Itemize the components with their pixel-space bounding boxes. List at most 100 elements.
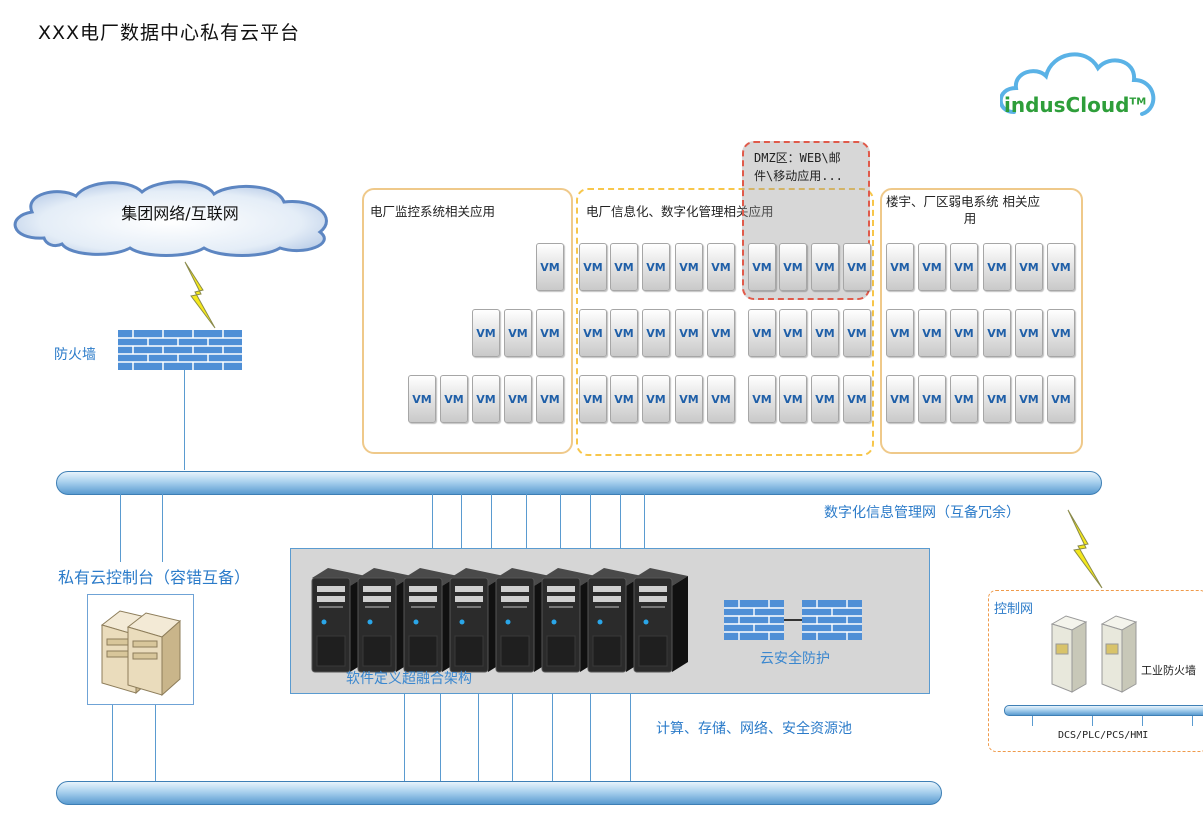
vm-building: VM	[918, 375, 946, 423]
hci-downlink	[630, 694, 631, 782]
control-network-label: 控制网	[994, 602, 1034, 617]
building-apps-title-cont: 用	[963, 211, 977, 226]
informatization-apps-title: 电厂信息化、数字化管理相关应用	[586, 204, 774, 219]
vm-building: VM	[983, 243, 1011, 291]
building-apps-group: 楼宇、厂区弱电系统 相关应 用	[880, 188, 1083, 454]
console-box	[87, 594, 194, 705]
vm-informatization: VM	[811, 375, 839, 423]
vm-building: VM	[983, 375, 1011, 423]
vm-monitoring: VM	[472, 375, 500, 423]
vm-informatization: VM	[579, 243, 607, 291]
control-devices-label: DCS/PLC/PCS/HMI	[1058, 730, 1149, 741]
vm-informatization: VM	[779, 309, 807, 357]
dmz-label-line1: DMZ区：WEB\邮	[754, 151, 841, 165]
industrial-firewall-label: 工业防火墙	[1141, 664, 1196, 677]
vm-informatization: VM	[748, 309, 776, 357]
management-network-bus	[56, 471, 1102, 495]
hci-downlink	[512, 694, 513, 782]
page-title: XXX电厂数据中心私有云平台	[38, 22, 301, 44]
server-icon	[311, 568, 366, 673]
console-server-icon	[100, 610, 182, 697]
server-icon	[633, 568, 688, 673]
vm-monitoring: VM	[408, 375, 436, 423]
hci-uplink	[620, 494, 621, 548]
vm-building: VM	[1047, 309, 1075, 357]
hci-downlink	[590, 694, 591, 782]
vm-monitoring: VM	[504, 309, 532, 357]
vm-informatization: VM	[610, 375, 638, 423]
vm-building: VM	[918, 309, 946, 357]
monitoring-apps-group: 电厂监控系统相关应用	[362, 188, 573, 454]
internet-cloud-icon	[13, 180, 328, 257]
vm-building: VM	[1015, 309, 1043, 357]
vm-informatization: VM	[707, 243, 735, 291]
hci-downlink	[404, 694, 405, 782]
vm-building: VM	[1047, 243, 1075, 291]
control-drop-4	[1192, 716, 1193, 726]
hci-downlink	[478, 694, 479, 782]
vm-building: VM	[886, 375, 914, 423]
vm-building: VM	[1015, 375, 1043, 423]
vm-informatization: VM	[675, 309, 703, 357]
vm-building: VM	[918, 243, 946, 291]
vm-monitoring: VM	[472, 309, 500, 357]
console-downlink-1	[112, 705, 113, 782]
console-uplink-1	[120, 494, 121, 562]
monitoring-apps-title: 电厂监控系统相关应用	[370, 204, 496, 219]
lightning-icon-control	[1067, 509, 1103, 589]
hci-uplink	[560, 494, 561, 548]
hyperconverged-label: 软件定义超融合架构	[346, 671, 472, 687]
vm-informatization: VM	[843, 309, 871, 357]
console-label: 私有云控制台（容错互备）	[58, 568, 251, 587]
lightning-icon	[184, 261, 216, 329]
vm-informatization: VM	[707, 309, 735, 357]
vm-informatization: VM	[748, 243, 776, 291]
building-apps-title: 楼宇、厂区弱电系统 相关应	[886, 194, 1040, 209]
lower-network-bus	[56, 781, 942, 805]
vm-informatization: VM	[610, 309, 638, 357]
vm-building: VM	[983, 309, 1011, 357]
hci-uplink	[644, 494, 645, 548]
internet-label: 集团网络/互联网	[121, 204, 239, 223]
vm-informatization: VM	[707, 375, 735, 423]
hci-uplink	[526, 494, 527, 548]
cloud-security-label: 云安全防护	[760, 651, 830, 667]
firewall-label: 防火墙	[54, 347, 96, 363]
vm-informatization: VM	[748, 375, 776, 423]
vm-building: VM	[1047, 375, 1075, 423]
vm-monitoring: VM	[504, 375, 532, 423]
vm-informatization: VM	[675, 375, 703, 423]
induscloud-logo-icon	[1000, 52, 1156, 116]
vm-informatization: VM	[642, 375, 670, 423]
resource-pool-label: 计算、存储、网络、安全资源池	[656, 721, 852, 737]
vm-building: VM	[950, 309, 978, 357]
console-uplink-2	[162, 494, 163, 562]
cloud-security-firewall-icon	[724, 600, 862, 640]
control-drop-2	[1092, 716, 1093, 726]
vm-informatization: VM	[642, 309, 670, 357]
firewall-icon	[118, 330, 242, 370]
hci-downlink	[552, 694, 553, 782]
industrial-firewall-icon	[1050, 615, 1138, 693]
hci-uplink	[590, 494, 591, 548]
hci-uplink	[461, 494, 462, 548]
vm-monitoring: VM	[536, 309, 564, 357]
vm-informatization: VM	[610, 243, 638, 291]
vm-informatization: VM	[779, 243, 807, 291]
hci-uplink	[491, 494, 492, 548]
vm-building: VM	[1015, 243, 1043, 291]
brand-name: indusCloudTM	[1004, 93, 1147, 117]
vm-monitoring: VM	[536, 375, 564, 423]
vm-informatization: VM	[843, 243, 871, 291]
vm-building: VM	[950, 243, 978, 291]
hci-downlink	[440, 694, 441, 782]
vm-informatization: VM	[779, 375, 807, 423]
vm-building: VM	[950, 375, 978, 423]
vm-informatization: VM	[811, 243, 839, 291]
console-downlink-2	[155, 705, 156, 782]
vm-monitoring: VM	[536, 243, 564, 291]
vm-informatization: VM	[579, 375, 607, 423]
vm-informatization: VM	[811, 309, 839, 357]
vm-monitoring: VM	[440, 375, 468, 423]
informatization-apps-group: 电厂信息化、数字化管理相关应用	[576, 188, 874, 456]
